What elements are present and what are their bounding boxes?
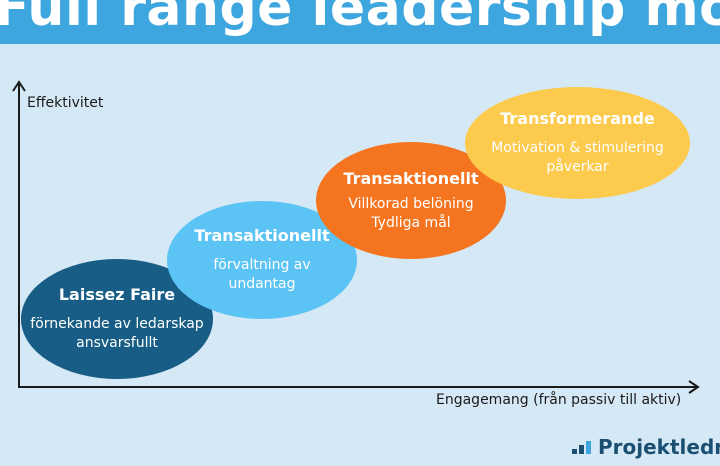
node-line: undantag <box>228 276 296 292</box>
logo: Projektledni <box>572 436 720 466</box>
x-axis-arrow <box>688 380 700 394</box>
node-title: Transaktionellt <box>343 168 479 188</box>
bar-chart-logo-icon <box>572 441 591 454</box>
node-title: Transaktionellt <box>194 226 330 245</box>
node-transformerande: Transformerande Motivation & stimulering… <box>465 87 690 199</box>
node-title: Transformerande <box>500 109 655 128</box>
node-line: förvaltning av <box>213 257 311 273</box>
x-axis-label: Engagemang (från passiv till aktiv) <box>436 392 682 408</box>
axes <box>12 80 700 394</box>
node-transaktionellt-belonings: Transaktionellt Villkorad belöning Tydli… <box>316 142 506 259</box>
node-line: ansvarsfullt <box>76 335 158 351</box>
logo-text: Projektledni <box>598 435 720 459</box>
page-title: Full range leadership model <box>0 0 720 38</box>
node-line: Motivation & stimulering <box>491 140 664 156</box>
node-line: förnekande av ledarskap <box>30 316 204 332</box>
y-axis-label: Effektivitet <box>27 95 104 111</box>
node-line: Tydliga mål <box>371 214 451 231</box>
title-bar: Full range leadership model <box>0 0 720 44</box>
node-line: påverkar <box>546 159 609 175</box>
node-line: Villkorad belöning <box>348 195 474 212</box>
y-axis-arrow <box>12 80 26 92</box>
node-title: Laissez Faire <box>58 285 176 304</box>
